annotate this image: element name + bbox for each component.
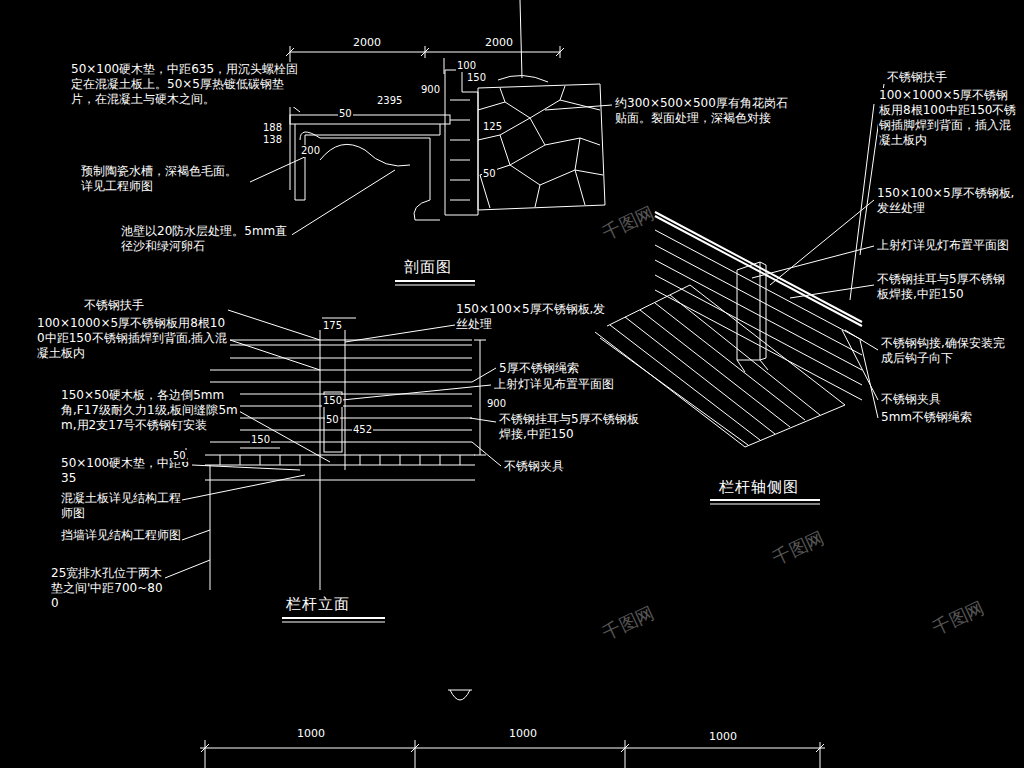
annotation-note: 池壁以20防水层处理。5mm直径沙和绿河卵石 xyxy=(120,224,292,254)
dimension-text: 452 xyxy=(352,424,373,436)
stone-pattern xyxy=(478,86,603,208)
view-title: 栏杆轴侧图 xyxy=(718,478,800,496)
annotation-note: 不锈钢钩接,确保安装完成后钩子向下 xyxy=(880,336,1014,366)
dimension-text: 150 xyxy=(250,434,271,446)
section-view xyxy=(238,0,612,285)
annotation-note: 预制陶瓷水槽，深褐色毛面。详见工程师图 xyxy=(80,164,247,194)
dimension-text: 150 xyxy=(466,72,487,84)
dimension-line xyxy=(286,46,564,58)
annotation-note: 25宽排水孔位于两木垫之间'中距700~800 xyxy=(50,566,164,611)
dimension-text: 2000 xyxy=(484,37,514,49)
watermark: 千图网 xyxy=(599,604,656,641)
section-marker xyxy=(448,690,472,700)
dimension-text: 1000 xyxy=(708,731,738,743)
annotation-note: 150×50硬木板，各边倒5mm角,F17级耐久力1级,板间缝隙5mm,用2支1… xyxy=(60,388,240,433)
ceramic-trough xyxy=(320,144,410,166)
dimension-line xyxy=(186,318,486,590)
wall-hatch xyxy=(450,100,470,200)
dimension-text: 50 xyxy=(325,414,340,426)
annotation-note: 100×1000×5厚不锈钢板用8根100中距150不锈钢插焊到背面,插入混凝土… xyxy=(36,316,230,361)
dimension-text: 50 xyxy=(338,108,353,120)
tree-pit xyxy=(498,75,548,82)
title-underline xyxy=(282,617,385,619)
dimension-text: 1000 xyxy=(296,728,326,740)
dimension-text: 175 xyxy=(322,320,343,332)
annotation-note: 上射灯详见布置平面图 xyxy=(493,377,645,392)
dimension-line xyxy=(200,740,825,768)
retaining-wall xyxy=(445,70,478,215)
dimension-text: 150 xyxy=(322,395,343,407)
leader-line xyxy=(752,84,884,418)
dimension-text: 50 xyxy=(482,168,497,180)
slab-edge xyxy=(300,132,440,220)
concrete-slab xyxy=(295,124,440,200)
annotation-note: 5厚不锈钢绳索 xyxy=(498,361,580,376)
dimension-text: 900 xyxy=(420,84,441,96)
annotation-note: 上射灯详见灯布置平面图 xyxy=(876,238,1016,253)
timber-deck xyxy=(290,115,450,124)
handrail xyxy=(655,212,862,326)
steel-post xyxy=(737,262,766,360)
title-underline xyxy=(395,285,475,286)
title-underline xyxy=(282,622,385,623)
annotation-note: 150×100×5厚不锈钢板,发丝处理 xyxy=(876,186,1016,216)
view-title: 栏杆立面 xyxy=(285,595,351,613)
watermark: 千图网 xyxy=(599,204,656,241)
annotation-note: 50×100硬木垫，中距635，用沉头螺栓固定在混凝土板上。50×5厚热镀低碳钢… xyxy=(70,62,307,107)
dimension-text: 125 xyxy=(482,121,503,133)
dimension-text: 900 xyxy=(486,398,507,410)
dimension-text: 50 xyxy=(172,450,187,462)
title-underline xyxy=(710,499,820,501)
watermark: 千图网 xyxy=(769,529,826,566)
annotation-note: 5mm不锈钢绳索 xyxy=(880,410,973,425)
deck-joint xyxy=(220,455,460,465)
tree-trunk xyxy=(520,0,522,78)
title-underline xyxy=(395,280,475,282)
dimension-text: 188 xyxy=(262,122,283,134)
view-title: 剖面图 xyxy=(403,258,453,276)
dimension-text: 138 xyxy=(262,134,283,146)
post-base xyxy=(737,360,768,372)
dimension-text: 1000 xyxy=(508,728,538,740)
annotation-note: 挡墙详见结构工程师图 xyxy=(60,528,182,543)
handrail xyxy=(210,340,472,345)
annotation-note: 约300×500×500厚有角花岗石贴面。裂面处理，深褐色对接 xyxy=(614,96,796,126)
dimension-text: 2000 xyxy=(352,37,382,49)
steel-post xyxy=(320,330,345,590)
steel-cable xyxy=(655,230,862,400)
annotation-note: 100×1000×5厚不锈钢板用8根100中距150不锈钢插脚焊到背面，插入混凝… xyxy=(878,88,1018,148)
annotation-note: 不锈钢挂耳与5厚不锈钢板焊接,中距150 xyxy=(876,272,1016,302)
dimension-text: 200 xyxy=(300,145,321,157)
annotation-note: 不锈钢夹具 xyxy=(880,392,942,407)
annotation-note: 不锈钢挂耳与5厚不锈钢板焊接,中距150 xyxy=(498,412,650,442)
plan-dimension xyxy=(200,690,825,768)
dimension-text: 100 xyxy=(456,60,477,72)
annotation-note: 混凝土板详见结构工程师图 xyxy=(60,491,182,521)
annotation-note: 不锈钢夹具 xyxy=(503,459,565,474)
annotation-note: 不锈钢扶手 xyxy=(886,70,948,85)
annotation-note: 150×100×5厚不锈钢板,发丝处理 xyxy=(455,302,607,332)
title-underline xyxy=(710,504,820,505)
annotation-note: 不锈钢扶手 xyxy=(83,298,145,313)
steel-cable xyxy=(210,358,472,442)
dimension-text: 2395 xyxy=(376,95,403,107)
granite-cladding xyxy=(478,84,605,210)
watermark: 千图网 xyxy=(929,599,986,636)
